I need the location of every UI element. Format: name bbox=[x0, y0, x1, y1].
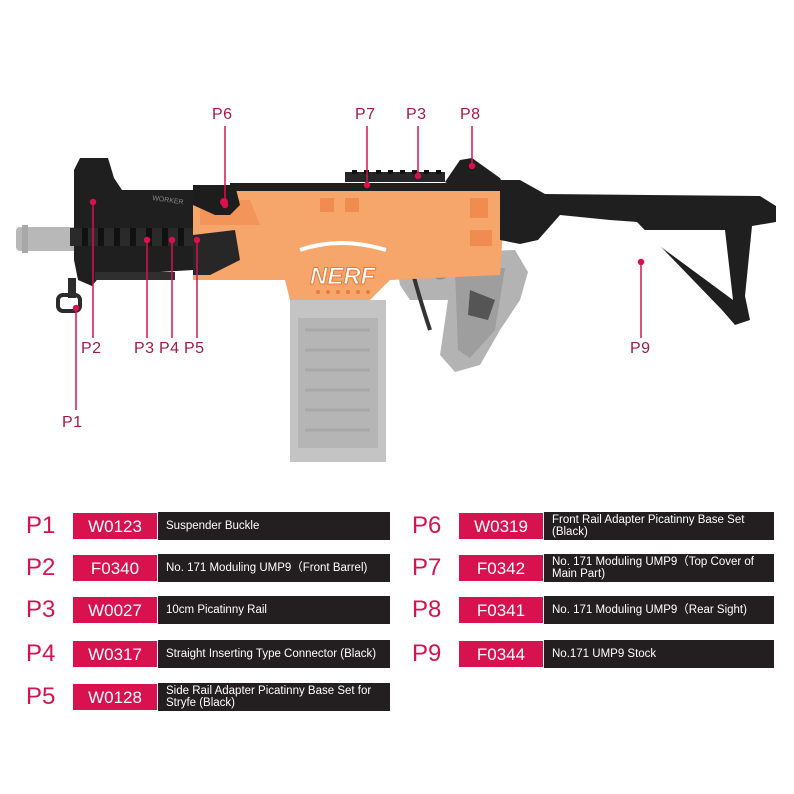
callout-p2: P2 bbox=[81, 340, 102, 357]
part-number: P2 bbox=[26, 554, 56, 581]
part-number: P9 bbox=[412, 640, 442, 667]
callout-p3-lower: P3 bbox=[134, 340, 155, 357]
part-code: W0317 bbox=[72, 640, 158, 668]
callout-p6: P6 bbox=[212, 106, 233, 123]
callout-p7: P7 bbox=[355, 106, 376, 123]
part-number: P5 bbox=[26, 683, 56, 710]
part-number: P1 bbox=[26, 512, 56, 539]
svg-text:WORKER: WORKER bbox=[152, 195, 184, 206]
part-number: P4 bbox=[26, 640, 56, 667]
part-code: F0341 bbox=[458, 596, 544, 624]
barrel bbox=[16, 225, 78, 253]
main-body: NERF bbox=[193, 185, 505, 300]
part-number: P3 bbox=[26, 596, 56, 623]
callout-p8: P8 bbox=[460, 106, 481, 123]
magazine bbox=[290, 300, 386, 462]
part-description: Suspender Buckle bbox=[158, 512, 390, 540]
part-description: Side Rail Adapter Picatinny Base Set for… bbox=[158, 683, 390, 711]
part-description: Straight Inserting Type Connector (Black… bbox=[158, 640, 390, 668]
front-barrel: WORKER bbox=[70, 158, 194, 286]
part-number: P7 bbox=[412, 554, 442, 581]
part-description: Front Rail Adapter Picatinny Base Set (B… bbox=[544, 512, 774, 540]
callout-p4: P4 bbox=[159, 340, 180, 357]
part-description: No.171 UMP9 Stock bbox=[544, 640, 774, 668]
callout-p9: P9 bbox=[630, 340, 651, 357]
part-code: W0128 bbox=[72, 683, 158, 711]
part-description: 10cm Picatinny Rail bbox=[158, 596, 390, 624]
blaster-illustration: WORKER NERF bbox=[16, 126, 776, 462]
part-code: F0342 bbox=[458, 554, 544, 582]
part-code: F0344 bbox=[458, 640, 544, 668]
stock bbox=[500, 180, 776, 325]
part-code: W0123 bbox=[72, 512, 158, 540]
part-description: No. 171 Moduling UMP9（Top Cover of Main … bbox=[544, 554, 774, 582]
callout-p5: P5 bbox=[184, 340, 205, 357]
part-code: F0340 bbox=[72, 554, 158, 582]
part-number: P6 bbox=[412, 512, 442, 539]
callout-p3-upper: P3 bbox=[406, 106, 427, 123]
part-description: No. 171 Moduling UMP9（Front Barrel) bbox=[158, 554, 390, 582]
part-code: W0027 bbox=[72, 596, 158, 624]
nerf-logo: NERF bbox=[310, 263, 377, 290]
top-cover bbox=[230, 158, 510, 191]
callout-p1: P1 bbox=[62, 414, 83, 431]
part-number: P8 bbox=[412, 596, 442, 623]
part-code: W0319 bbox=[458, 512, 544, 540]
part-description: No. 171 Moduling UMP9（Rear Sight) bbox=[544, 596, 774, 624]
suspender-buckle bbox=[56, 278, 82, 313]
leader-lines bbox=[72, 126, 645, 410]
